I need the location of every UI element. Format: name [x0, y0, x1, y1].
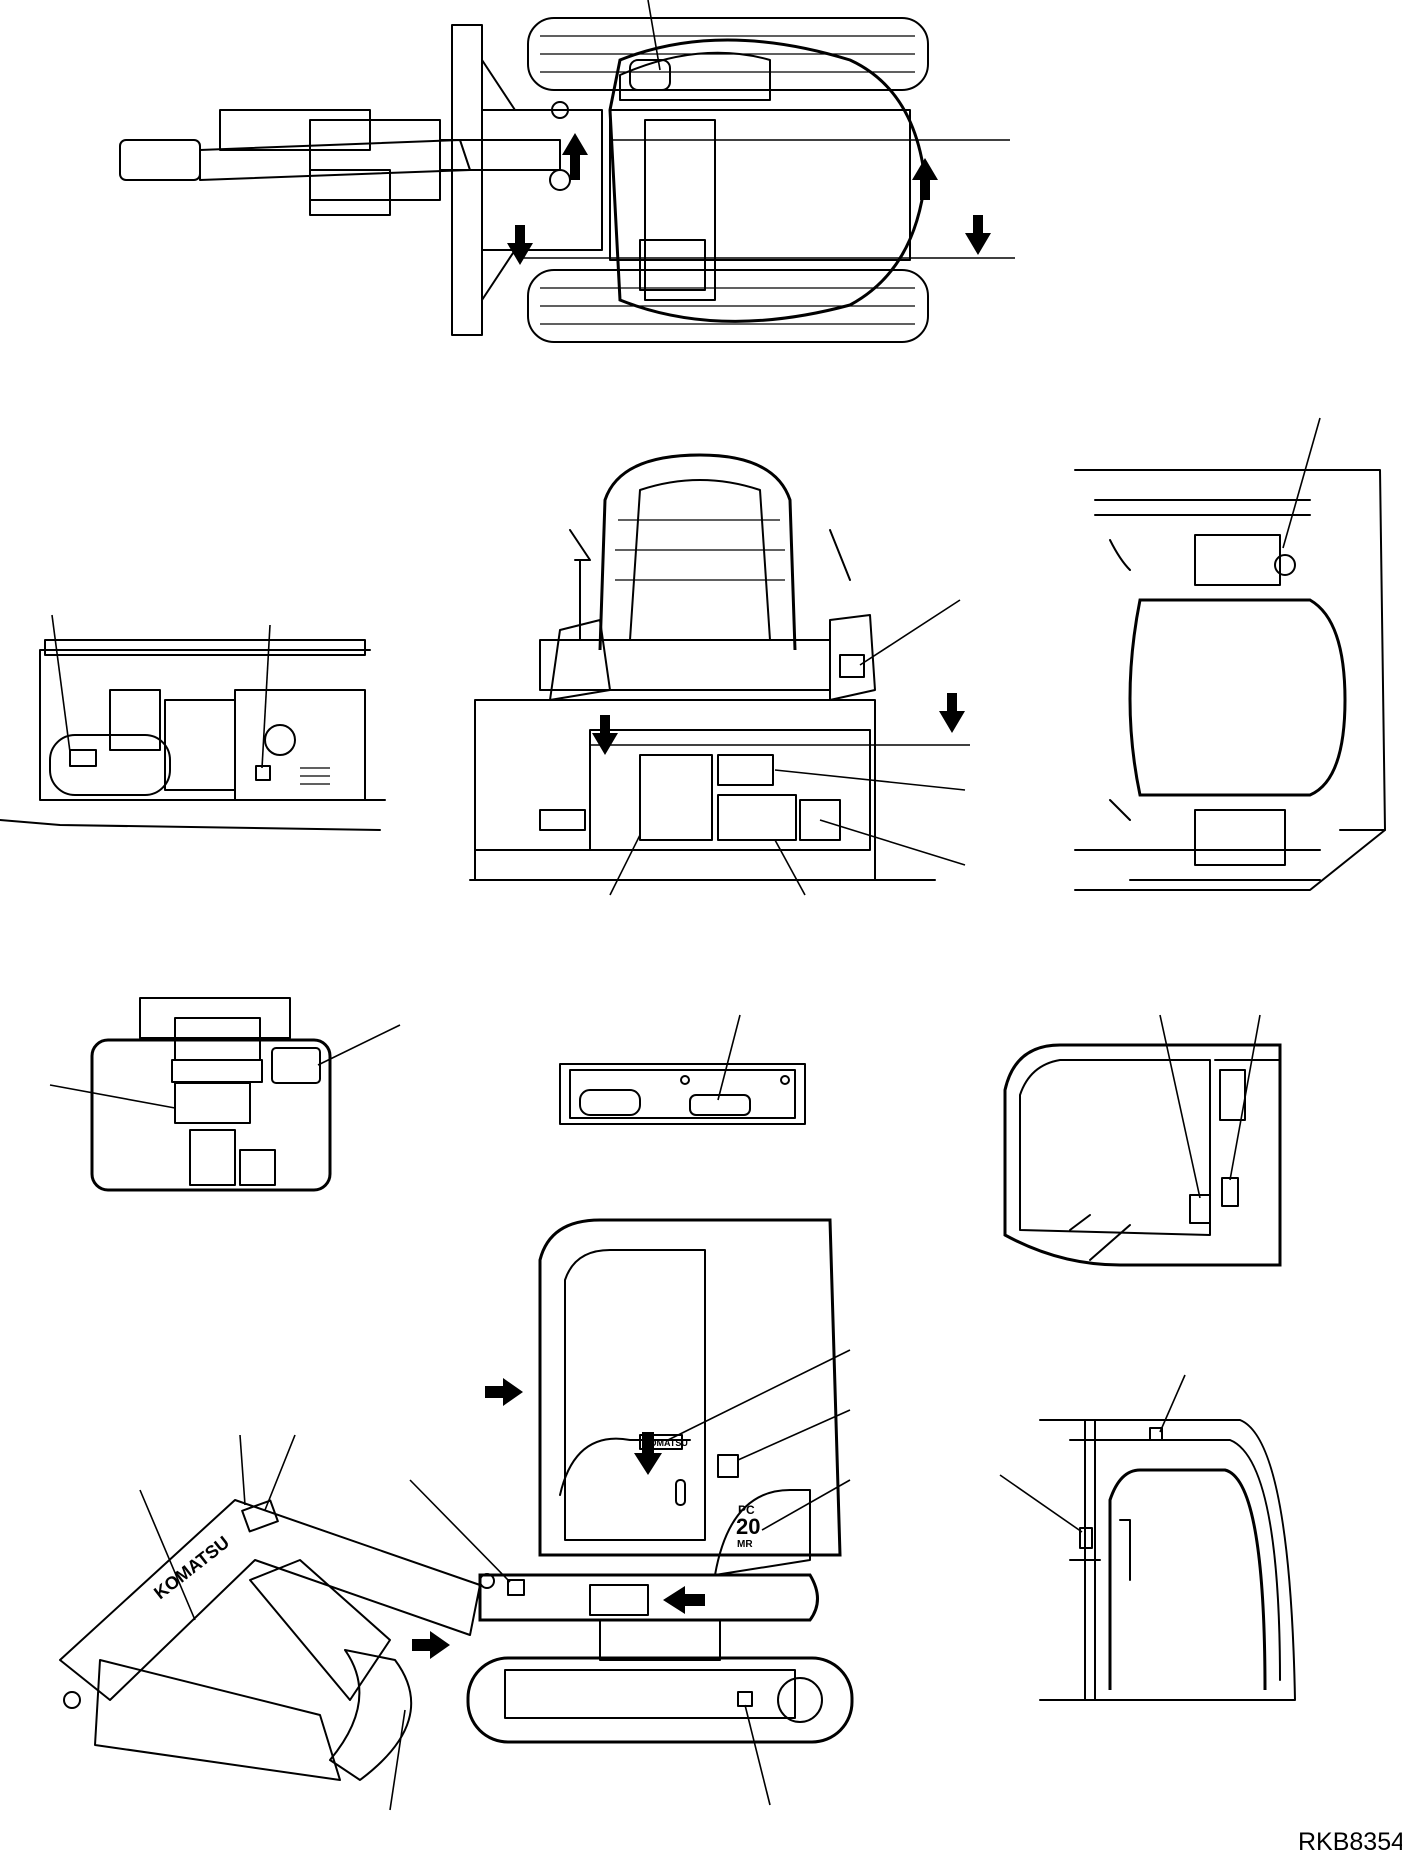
- model-badge-line2: 20: [736, 1514, 760, 1539]
- model-badge: PC 20 MR: [736, 1503, 760, 1550]
- machine-crawler: [466, 1656, 854, 1744]
- seat-backrest: [598, 453, 797, 651]
- machine-leader-9: [389, 1709, 406, 1811]
- top-view-blade: [451, 24, 483, 336]
- machine-upper-body: [478, 1573, 819, 1622]
- cab-side-leader-1: [1159, 1014, 1201, 1199]
- seat-console: [474, 699, 876, 881]
- seat-cushion: [539, 639, 831, 691]
- machine-leader-2: [239, 1434, 246, 1506]
- cab-interior-view: [999, 1374, 1296, 1701]
- machine-arrow-4: [412, 1631, 450, 1659]
- cab-side-body: [1003, 1043, 1282, 1267]
- machine-arrow-3: [663, 1586, 705, 1614]
- drawing-code: RKB83540: [1298, 1828, 1402, 1856]
- machine-leader-3: [264, 1434, 296, 1511]
- machine-brand-decal: [639, 1434, 683, 1450]
- machine-leader-1: [139, 1489, 196, 1621]
- model-badge-line1: PC: [738, 1503, 755, 1517]
- console-label-large: [639, 754, 713, 841]
- cab-side-leader-2: [1229, 1014, 1261, 1181]
- top-view-down-arrow-1: [507, 225, 533, 265]
- side-view-leader-1: [51, 614, 71, 753]
- machine-cab-label: [717, 1454, 739, 1478]
- machine-body-label: [589, 1584, 649, 1616]
- machine-leader-5: [667, 1349, 851, 1441]
- cab-interior-door: [1108, 1468, 1267, 1691]
- monitor-panel-label-right: [271, 1047, 321, 1084]
- seat-top-cushion: [1128, 598, 1347, 797]
- seat-leader-5: [859, 599, 961, 666]
- machine-brand-decal-text: KOMATSU: [643, 1438, 688, 1448]
- top-view-down-arrow-2: [965, 215, 991, 255]
- top-view-revolving-frame: [608, 38, 927, 323]
- cab-side-label-2: [1221, 1177, 1239, 1207]
- switch-panel-view: [559, 1014, 806, 1125]
- machine-boom: [59, 1499, 481, 1701]
- monitor-panel-label-left: [174, 1082, 251, 1124]
- seat-down-arrow-1: [592, 715, 618, 755]
- model-badge-line3: MR: [737, 1539, 753, 1550]
- top-view-up-arrow-2: [912, 158, 938, 200]
- seat-leader-2: [819, 819, 966, 866]
- top-view-bucket: [119, 139, 201, 181]
- seat-leader-4: [774, 839, 806, 896]
- cab-side-label-1: [1189, 1194, 1211, 1224]
- top-view-lower-track: [527, 269, 929, 343]
- machine-arrow-2: [634, 1432, 662, 1475]
- machine-leader-7: [761, 1479, 851, 1531]
- left-lever: [569, 529, 591, 641]
- machine-leader-4: [409, 1479, 511, 1583]
- switch-panel-leader: [717, 1014, 741, 1101]
- seat-top-view: [1074, 417, 1386, 891]
- switch-panel-label: [689, 1094, 751, 1116]
- side-view-engine: [0, 614, 386, 831]
- seat-top-label-marker: [1274, 554, 1296, 576]
- side-view-leader-2: [261, 624, 271, 769]
- right-lever: [829, 529, 876, 701]
- console-label-mid: [717, 794, 797, 841]
- monitor-panel-leader-2: [317, 1024, 401, 1066]
- machine-arrow-1: [485, 1378, 523, 1406]
- monitor-panel-leader-1: [49, 1084, 176, 1109]
- machine-leader-8: [744, 1704, 771, 1806]
- top-view: [119, 0, 1015, 343]
- console-label-right: [799, 799, 841, 841]
- monitor-panel-body: [90, 1038, 332, 1192]
- seat-front-view: [469, 453, 970, 896]
- top-view-upper-track: [527, 17, 929, 91]
- top-view-up-arrow-1: [562, 133, 588, 180]
- machine-boom-label: [241, 1499, 279, 1533]
- top-view-leader: [647, 0, 661, 71]
- cab-interior-label-2: [1149, 1427, 1163, 1441]
- machine-front-label: [507, 1579, 525, 1596]
- machine-track-label: [737, 1691, 753, 1707]
- seat-top-leader: [1282, 417, 1321, 549]
- console-label-top: [717, 754, 774, 786]
- side-view-label-1: [69, 749, 97, 767]
- side-view-label-2: [255, 765, 271, 781]
- cab-side-view: [1003, 1014, 1282, 1267]
- top-view-label-marker: [629, 59, 671, 91]
- seat-down-arrow-2: [939, 693, 965, 733]
- seat-leader-3: [609, 834, 641, 896]
- cab-interior-leader-1: [999, 1474, 1083, 1533]
- machine-side-view: KOMATSU PC 20 MR KOMATSU: [59, 1218, 854, 1811]
- machine-cab: [538, 1218, 842, 1557]
- switch-panel-body: [559, 1063, 806, 1125]
- cab-interior-leader-2: [1159, 1374, 1186, 1433]
- monitor-panel-view: [49, 997, 401, 1192]
- seat-leader-1: [774, 769, 966, 791]
- machine-leader-6: [737, 1409, 851, 1461]
